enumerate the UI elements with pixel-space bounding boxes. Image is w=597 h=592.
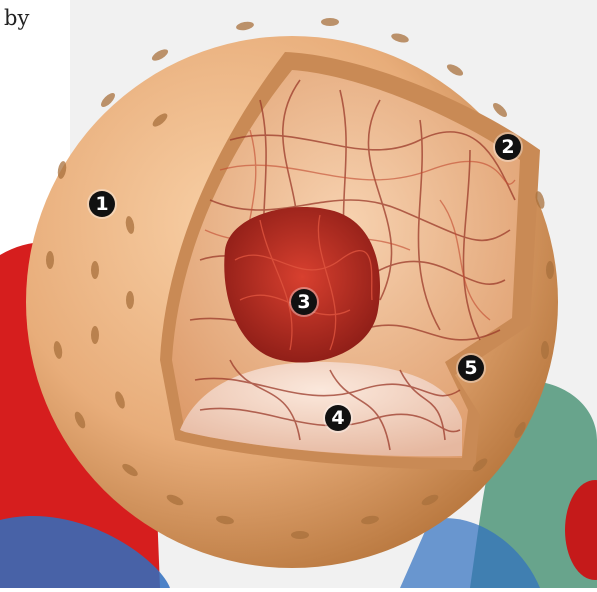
marker-5: 5 — [458, 355, 484, 381]
marker-3: 3 — [291, 289, 317, 315]
nucleolus — [224, 207, 380, 363]
marker-2: 2 — [495, 134, 521, 160]
marker-1: 1 — [89, 191, 115, 217]
caption-fragment: by — [4, 8, 29, 29]
marker-4: 4 — [325, 405, 351, 431]
